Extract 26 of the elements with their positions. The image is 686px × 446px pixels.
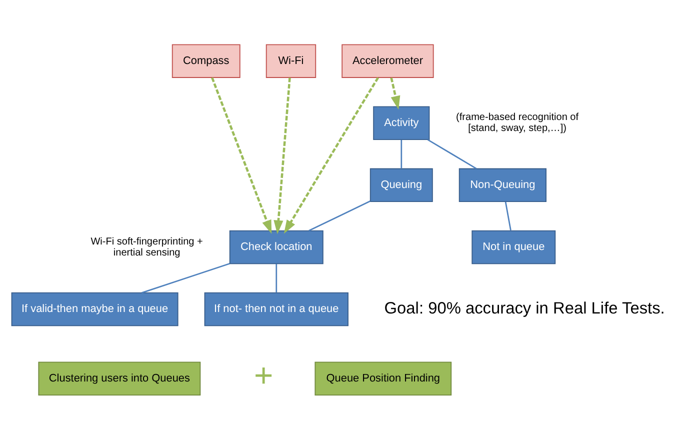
node-box: Compass [172,44,240,78]
connector [400,139,402,168]
node-box: Wi-Fi [266,44,316,78]
arrow [284,76,380,234]
node-label: (frame-based recognition of [stand, sway, step,…]) [456,112,579,134]
node-box: Queuing [370,168,433,202]
node-box: Check location [229,230,324,264]
node-box: Queue Position Finding [314,361,452,395]
node-box: Clustering users into Queues [38,361,201,395]
connector [308,200,370,231]
connector [142,262,230,293]
label: + [254,356,274,394]
node-box: If not- then not in a queue [204,292,348,326]
connector [276,263,278,292]
node-box: Non-Queuing [458,168,546,202]
arrow [211,76,272,234]
arrow [274,77,291,234]
node-box: Activity [373,106,430,140]
connector [504,201,512,230]
connector [427,138,477,169]
node-label: Wi-Fi soft-fingerprinting + inertial sensing [90,236,203,258]
arrow [390,77,400,110]
node-box: Not in queue [472,230,556,264]
node-box: If valid-then maybe in a queue [11,292,178,326]
label: Goal: 90% accuracy in Real Life Tests. [384,298,665,317]
node-box: Accelerometer [342,44,434,78]
